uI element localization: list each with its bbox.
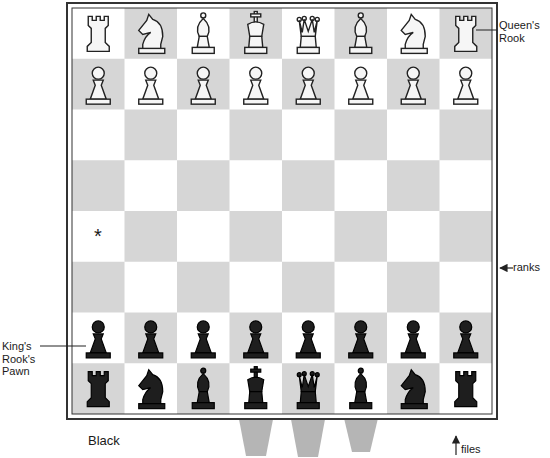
pawn: [401, 67, 425, 104]
pawn: [349, 321, 373, 358]
piece-name-label: Queen's Rook: [499, 19, 547, 44]
pawn: [86, 321, 110, 358]
pawn: [454, 67, 478, 104]
bishop: [350, 368, 372, 409]
black-pieces: [86, 321, 478, 409]
board-squares: [72, 8, 492, 414]
pawn: [454, 321, 478, 358]
queen: [297, 16, 319, 53]
queen: [297, 372, 319, 409]
axis-label: files: [461, 443, 501, 456]
board-frame: [67, 3, 497, 419]
pawn: [401, 321, 425, 358]
pawn: [244, 67, 268, 104]
pawn: [139, 67, 163, 104]
pawn: [296, 67, 320, 104]
rook: [455, 372, 477, 407]
pawn: [86, 67, 110, 104]
bishop: [192, 13, 214, 54]
side-label: Black: [88, 434, 148, 449]
rook: [87, 372, 109, 407]
pawn: [139, 321, 163, 358]
knight: [401, 370, 427, 409]
knight: [401, 14, 427, 53]
king: [245, 367, 267, 409]
rook: [455, 16, 477, 51]
leader-line: [476, 30, 497, 31]
leader-line: [40, 346, 86, 347]
bishop: [350, 13, 372, 54]
pawn: [191, 321, 215, 358]
pawn: [191, 67, 215, 104]
pointer-arrow: [455, 436, 456, 455]
knight: [139, 370, 165, 409]
white-pieces: [86, 11, 478, 104]
pawn: [296, 321, 320, 358]
square-marker: *: [88, 225, 108, 248]
pawn: [349, 67, 373, 104]
piece-shadow: [238, 414, 379, 457]
rook: [87, 16, 109, 51]
knight: [139, 14, 165, 53]
piece-name-label: King's Rook's Pawn: [2, 340, 48, 378]
axis-label: ranks: [513, 261, 547, 274]
pointer-arrow: [500, 267, 513, 268]
bishop: [192, 368, 214, 409]
pawn: [244, 321, 268, 358]
king: [245, 11, 267, 53]
